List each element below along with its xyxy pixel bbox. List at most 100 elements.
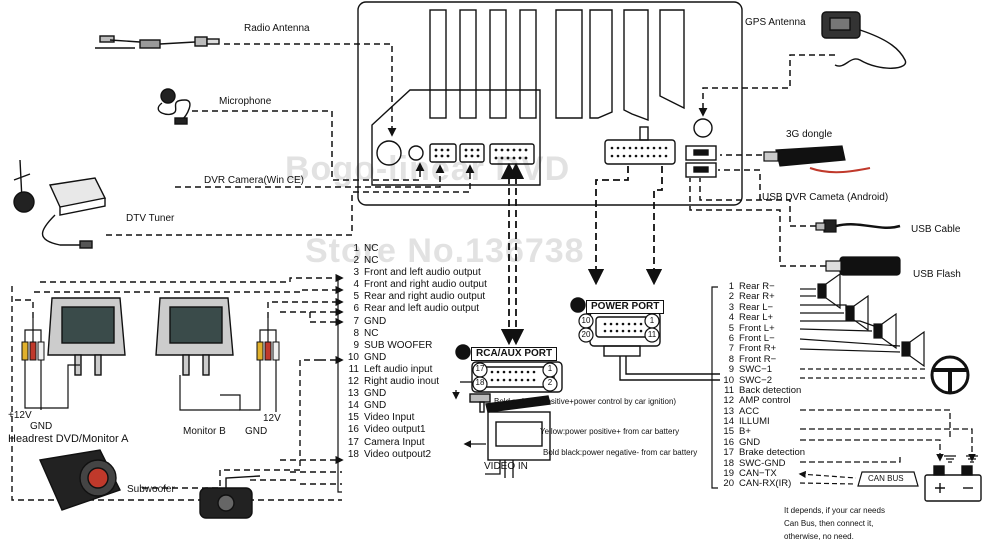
rca-pin-label: NC	[364, 327, 379, 339]
rca-pin-number: 13	[347, 388, 359, 400]
rca-pin-label: NC	[364, 243, 379, 254]
rca-pin-1: 1	[547, 364, 553, 373]
rca-pin-label: GND	[364, 388, 387, 400]
rca-pin-number: 9	[353, 339, 359, 351]
rca-pin-18: 18	[475, 378, 485, 387]
power-pin-label: CAN-RX(IR)	[739, 478, 792, 490]
label-usb-cable: USB Cable	[911, 224, 961, 235]
rca-pin-number: 7	[353, 315, 359, 327]
ground-symbols	[944, 455, 978, 463]
rca-pin-row: 13 GND	[343, 388, 513, 400]
rca-pin-number: 17	[347, 436, 359, 448]
power-pin-20: 20	[581, 330, 591, 339]
swc-leads	[800, 368, 928, 379]
power-pin-label: AMP control	[739, 395, 791, 407]
note-yellow: Yellow:power positive+ from car battery	[540, 427, 680, 436]
rca-pin-number: 10	[347, 351, 359, 363]
usb-flash-device	[825, 256, 901, 276]
rca-pin-label: Video outpout2	[364, 448, 432, 460]
power-pin-11: 11	[647, 330, 657, 339]
rca-pin-number: 18	[347, 448, 359, 460]
power-pin-number: 9	[728, 364, 734, 376]
power-pin-label: B+	[739, 426, 751, 438]
rca-pin-number: 5	[353, 291, 359, 303]
label-12v-a: +12V	[8, 410, 32, 421]
usb-cable-device	[815, 219, 901, 233]
power-pin-label: ACC	[739, 405, 760, 417]
label-headrest: Headrest DVD/Monitor A	[8, 433, 129, 445]
microphone-device	[157, 88, 191, 125]
label-dtv-tuner: DTV Tuner	[126, 213, 175, 224]
speaker-icon	[845, 294, 869, 332]
battery-icon	[924, 465, 982, 502]
rca-connector-pin-dots	[490, 370, 536, 382]
watermark-line2: Store No.136738	[305, 232, 585, 270]
speaker-icon	[901, 330, 925, 368]
connector-pin-dots	[434, 146, 668, 160]
power-pin-label: ILLUMI	[739, 416, 770, 428]
port-feed-arrows	[500, 162, 663, 346]
power-pin-label: Rear R−	[739, 281, 775, 292]
power-pin-label: SWC-GND	[739, 457, 786, 469]
rca-pin-circles	[472, 362, 558, 392]
power-pin-label: Front R+	[739, 343, 777, 355]
label-gnd-b: GND	[245, 426, 268, 437]
rca-port-title: RCA/AUX PORT	[471, 347, 558, 361]
can-leads	[798, 470, 857, 485]
rca-plugs-a	[21, 341, 45, 361]
rca-pin-row: 18 Video outpout2	[343, 449, 513, 461]
power-pin-number: 20	[723, 478, 734, 490]
power-pin-label: Front R−	[739, 353, 777, 365]
speaker-leads	[799, 288, 901, 353]
power-pin-number: 19	[723, 468, 734, 480]
can-bus-label: CAN BUS	[868, 474, 904, 483]
power-pin-circles	[578, 313, 660, 343]
rca-pin-label: Rear and left audio output	[364, 303, 480, 315]
rca-pin-label: Front and left audio output	[364, 267, 481, 279]
power-pin-number: 18	[723, 457, 734, 469]
power-pin-number: 13	[723, 405, 734, 417]
note-bold-red: Bold red:Acc(positive+power control by c…	[494, 397, 677, 406]
power-connector-pin-dots	[603, 322, 649, 333]
camera-device	[199, 475, 261, 519]
power-pin-row: 14 ILLUMI	[718, 416, 828, 428]
power-pin-number: 5	[728, 322, 734, 334]
speaker-icon	[817, 272, 841, 310]
power-pin-number: 7	[728, 343, 734, 355]
power-pin-label: Front L−	[739, 332, 775, 344]
rca-pin-number: 1	[353, 243, 359, 254]
headrest-monitor-b	[155, 297, 234, 376]
power-pin-number: 14	[723, 416, 734, 428]
power-pin-label: Front L+	[739, 322, 775, 334]
monitor-wiring	[24, 318, 277, 412]
power-pin-bracket	[711, 286, 718, 489]
rca-pin-number: 12	[347, 376, 359, 388]
rca-pin-number: 6	[353, 303, 359, 315]
power-pin-10: 10	[581, 316, 591, 325]
rca-pin-row: 1 NC	[343, 243, 513, 255]
power-pin-label: Rear R+	[739, 291, 775, 303]
rca-pin-label: Left audio input	[364, 363, 433, 375]
power-pin-row: 13 ACC	[718, 405, 828, 417]
subwoofer-leads	[142, 359, 320, 489]
